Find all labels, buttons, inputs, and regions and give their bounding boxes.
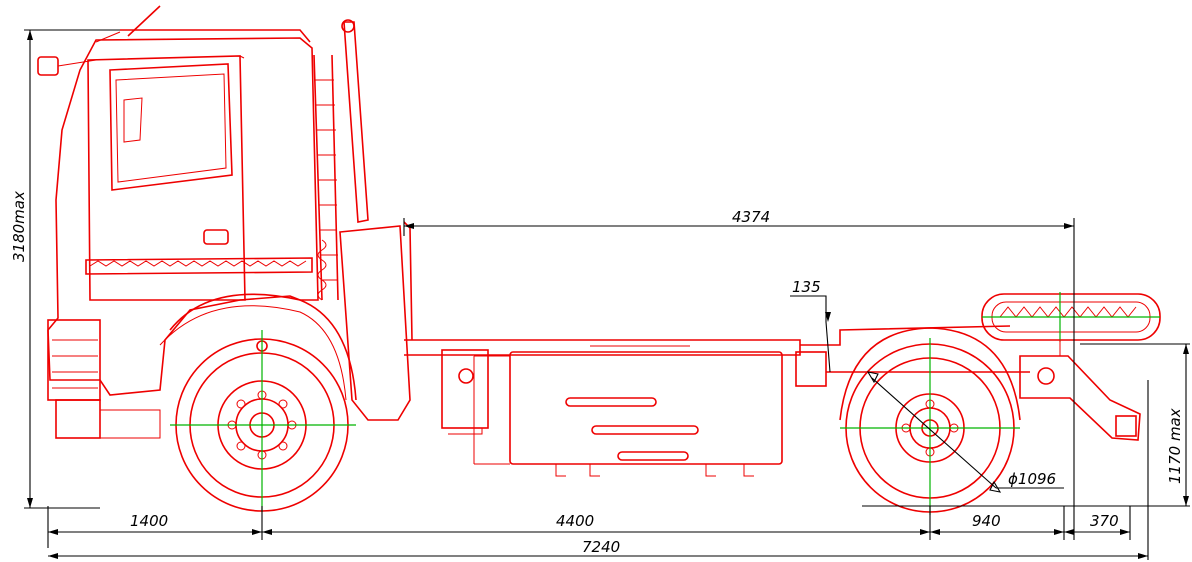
- ladder-and-exhaust: [313, 19, 413, 421]
- dimension-lines: [24, 29, 1190, 560]
- truck-cab: [37, 5, 357, 439]
- dim-wheelbase: 4400: [556, 512, 594, 530]
- dim-frame-height: 1170 max: [1166, 408, 1184, 484]
- dim-overall-length: 7240: [582, 538, 620, 556]
- rear-hitch: [1019, 339, 1141, 441]
- dim-frame-length: 4374: [732, 208, 770, 226]
- spare-tire: [981, 292, 1161, 342]
- front-wheel: [170, 330, 356, 512]
- dim-overall-height: 3180max: [10, 191, 28, 262]
- dim-rear-to-frame: 940: [972, 512, 1001, 530]
- dim-offset-135: 135: [792, 278, 821, 296]
- dim-front-overhang: 1400: [130, 512, 168, 530]
- chassis-frame: [404, 325, 1030, 477]
- dim-wheel-diameter: ϕ1096: [1008, 470, 1056, 488]
- dim-rear-tail: 370: [1090, 512, 1119, 530]
